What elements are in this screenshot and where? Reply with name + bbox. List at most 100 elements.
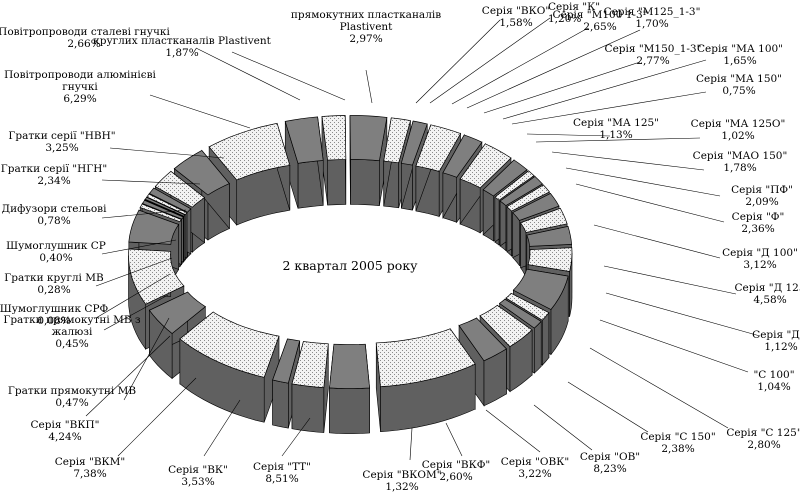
data-label-line: 1,58% bbox=[499, 17, 532, 29]
leader-line bbox=[203, 399, 241, 457]
leader-line bbox=[103, 294, 169, 331]
slice-19 bbox=[329, 343, 370, 434]
data-label-line: 1,87% bbox=[165, 47, 198, 59]
leader-line bbox=[101, 179, 201, 185]
data-label-line: 2,60% bbox=[439, 471, 472, 483]
data-label-line: 0,75% bbox=[722, 85, 755, 97]
slice-37 bbox=[349, 115, 388, 207]
leader-line bbox=[195, 47, 301, 101]
data-label-line: Шумоглушник СРФ bbox=[0, 303, 109, 315]
slice-outer-wall bbox=[542, 311, 550, 366]
slice-outer-wall bbox=[291, 383, 325, 433]
leader-line bbox=[445, 422, 463, 457]
slice-top bbox=[272, 338, 301, 384]
data-label-line: 0,78% bbox=[37, 215, 70, 227]
data-label-line: 0,40% bbox=[39, 252, 72, 264]
data-label-line: Повітропроводи сталеві гнучкі bbox=[0, 26, 170, 38]
slice-top bbox=[442, 134, 483, 178]
data-label: Серія "С 125"2,80% bbox=[726, 427, 800, 451]
slice-top bbox=[173, 149, 230, 196]
leader-line bbox=[149, 94, 251, 129]
slice-top bbox=[520, 207, 568, 233]
data-label-line: 3,12% bbox=[743, 259, 776, 271]
slice-top bbox=[383, 117, 411, 164]
data-label-line: Серія "ВКП" bbox=[31, 419, 100, 431]
data-label-line: Дифузори стельові bbox=[2, 203, 108, 215]
slice-top bbox=[179, 311, 280, 378]
data-label-line: 1,04% bbox=[757, 381, 790, 393]
leader-line bbox=[101, 209, 187, 219]
slice-inner-wall bbox=[327, 159, 347, 206]
slice-outer-wall bbox=[272, 379, 289, 429]
slice-top bbox=[498, 298, 542, 329]
data-label-line: Серія "МА 125" bbox=[573, 117, 659, 129]
slice-36 bbox=[321, 115, 347, 206]
leader-line bbox=[593, 224, 721, 259]
slice-top bbox=[459, 143, 512, 189]
data-label: Серія "ВК"3,53% bbox=[168, 464, 228, 488]
data-label-line: Серія "Д 100" bbox=[722, 247, 798, 259]
data-label-line: 1,70% bbox=[635, 18, 668, 30]
data-label: Серія "МА 125О"1,02% bbox=[691, 118, 786, 142]
data-label: Серія "ОВ"8,23% bbox=[580, 451, 640, 475]
slice-top bbox=[527, 247, 573, 272]
data-label-line: 1,20% bbox=[548, 13, 581, 25]
leader-line bbox=[502, 59, 707, 120]
data-label-line: 8,23% bbox=[593, 463, 626, 475]
leader-line bbox=[123, 317, 170, 401]
data-label: Серія "ВКО"1,58% bbox=[482, 5, 550, 29]
leader-line bbox=[451, 27, 589, 105]
data-label: Серія "МАО 150"1,78% bbox=[693, 150, 788, 174]
slice-top bbox=[148, 291, 206, 334]
slice-top bbox=[458, 317, 507, 362]
slice-20 bbox=[291, 341, 329, 433]
slice-top bbox=[329, 343, 370, 389]
data-label-line: 2,38% bbox=[661, 443, 694, 455]
data-label: Серія "ОВК"3,22% bbox=[501, 456, 569, 480]
leader-line bbox=[415, 19, 501, 104]
data-label-line: 4,24% bbox=[48, 431, 81, 443]
leader-line bbox=[603, 265, 737, 295]
leader-line bbox=[95, 273, 171, 319]
slice-top bbox=[506, 184, 550, 212]
slice-top bbox=[154, 170, 206, 208]
data-label: Серія "ВКМ"7,38% bbox=[55, 456, 126, 480]
data-label-line: Серія "ВКОМ" bbox=[362, 469, 441, 481]
slice-top bbox=[375, 328, 476, 388]
data-label: Серія "ПФ"2,09% bbox=[731, 184, 793, 208]
leader-line bbox=[511, 91, 707, 125]
data-label-line: Серія "М150_1-3" bbox=[605, 43, 702, 55]
data-label: Серія "ВКОМ"1,32% bbox=[362, 469, 441, 493]
leader-line bbox=[483, 61, 641, 114]
leader-lines-layer bbox=[85, 17, 761, 461]
data-label: "С 100"1,04% bbox=[753, 369, 794, 393]
slice-top bbox=[512, 268, 569, 310]
data-label-line: 2,77% bbox=[636, 55, 669, 67]
data-label: Серія "Д 100"3,12% bbox=[722, 247, 798, 271]
data-label-line: Серія "ТТ" bbox=[253, 461, 311, 473]
leader-line bbox=[85, 335, 171, 417]
slice-0 bbox=[383, 117, 411, 209]
data-label: Серія "С 150"2,38% bbox=[640, 431, 715, 455]
data-label-line: 2,09% bbox=[745, 196, 778, 208]
data-label-line: Серія "ПФ" bbox=[731, 184, 793, 196]
data-label: Гратки серії "НГН"2,34% bbox=[1, 163, 107, 187]
data-label-line: Гратки серії "НВН" bbox=[8, 130, 115, 142]
data-label-line: 4,58% bbox=[753, 294, 786, 306]
slice-top bbox=[208, 122, 291, 181]
data-label-line: 1,65% bbox=[723, 55, 756, 67]
data-label: Серія "МА 150"0,75% bbox=[696, 73, 782, 97]
leader-line bbox=[231, 51, 346, 101]
data-label-line: 1,78% bbox=[723, 162, 756, 174]
data-label-line: 1,13% bbox=[599, 129, 632, 141]
data-label-line: Серія "ОВК" bbox=[501, 456, 569, 468]
data-label-line: 3,53% bbox=[181, 476, 214, 488]
leader-line bbox=[599, 319, 749, 373]
data-label-line: 6,29% bbox=[63, 93, 96, 105]
